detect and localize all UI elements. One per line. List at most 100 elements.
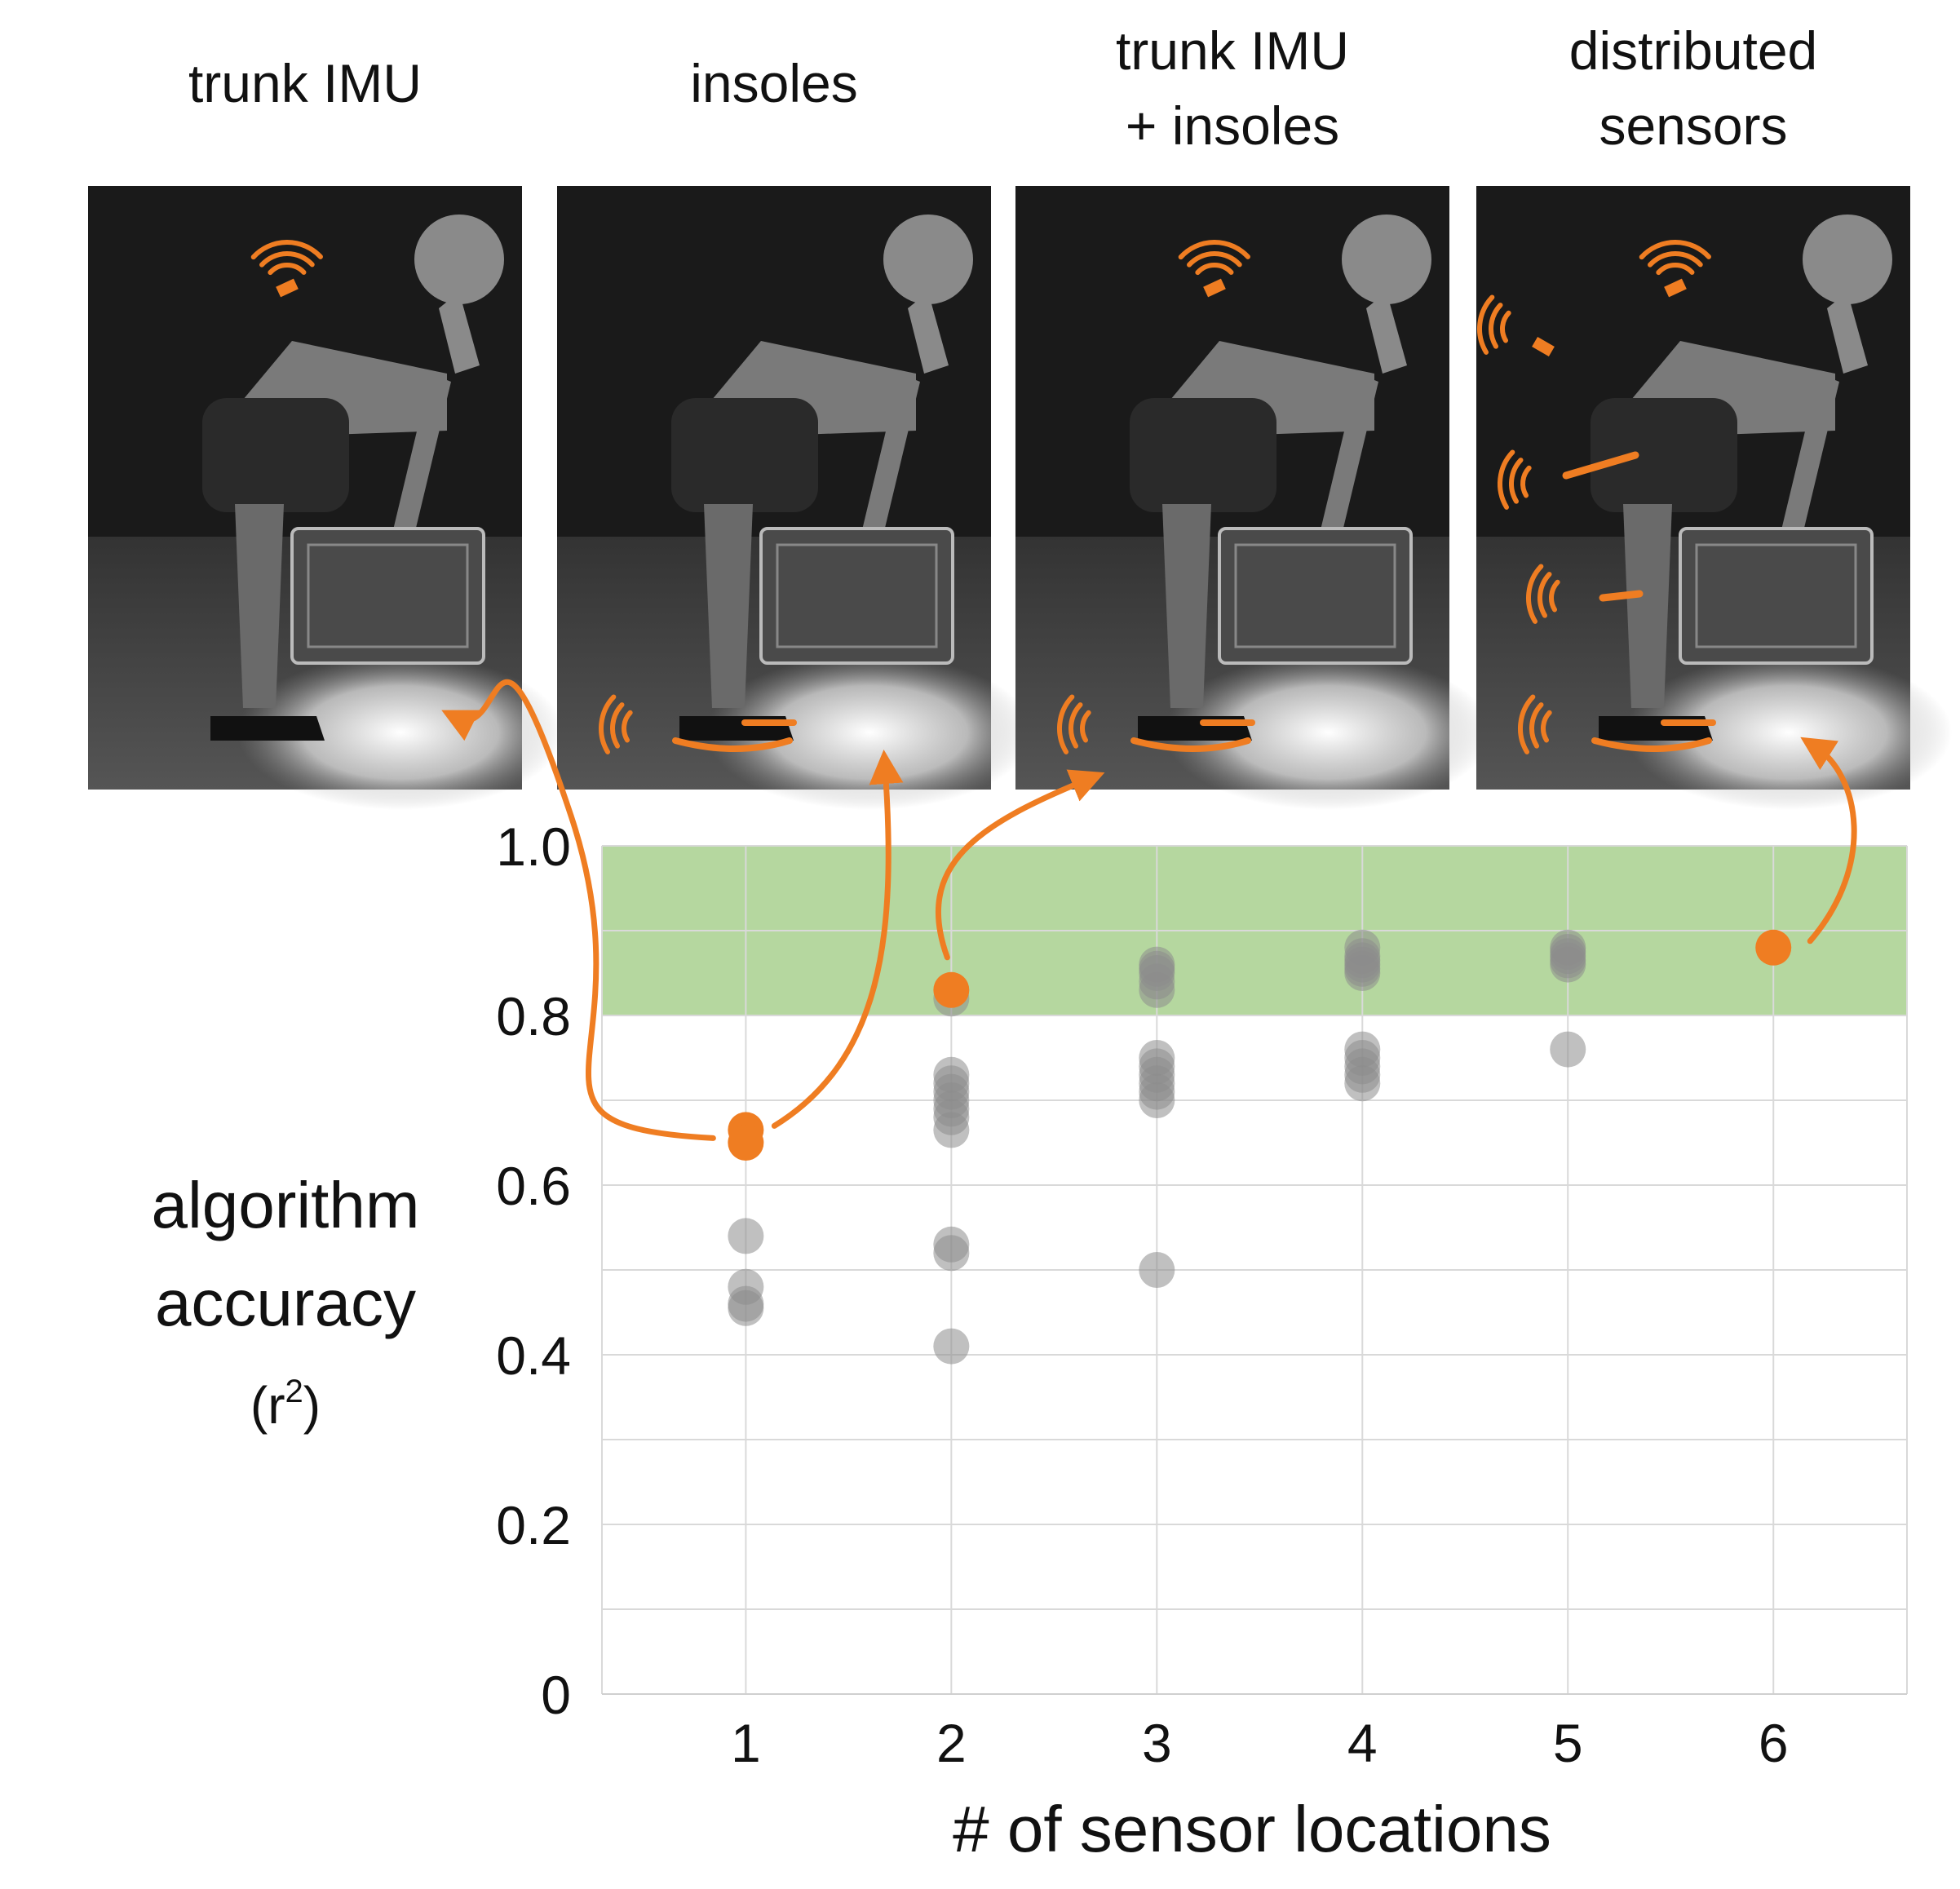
person-leg — [1162, 504, 1211, 708]
photo-panels — [88, 186, 1953, 810]
person-head — [1803, 215, 1892, 304]
signal-icon — [1541, 710, 1552, 743]
signal-icon — [1526, 564, 1544, 624]
y-tick-label: 0 — [541, 1665, 571, 1725]
signal-icon — [1518, 694, 1536, 754]
data-point — [728, 1218, 764, 1254]
photo-panel-3 — [1015, 186, 1492, 810]
signal-icon — [259, 251, 315, 268]
signal-icon — [1178, 240, 1250, 260]
photo-panel-1 — [88, 186, 564, 810]
x-axis-title: # of sensor locations — [953, 1793, 1551, 1865]
x-tick-label: 5 — [1553, 1713, 1583, 1773]
person-neck — [908, 292, 949, 374]
signal-icon — [1509, 458, 1524, 504]
data-point — [933, 1235, 970, 1272]
signal-icon — [1057, 694, 1075, 754]
signal-icon — [1498, 449, 1515, 510]
signal-icon — [1489, 303, 1503, 349]
signal-icon — [1549, 579, 1560, 613]
photo-light — [237, 655, 564, 810]
y-tick-labels: 00.20.40.60.81.0 — [496, 816, 571, 1725]
data-point — [1550, 946, 1586, 983]
photo-box-panel — [1234, 543, 1396, 648]
person-neck — [439, 292, 480, 374]
signal-icon — [1195, 263, 1234, 276]
person-leg — [704, 504, 753, 708]
signal-icon — [1068, 702, 1083, 749]
photo-box-panel — [776, 543, 938, 648]
person-shoe — [210, 716, 325, 741]
photo-box-panel — [307, 543, 469, 648]
y-tick-label: 0.4 — [496, 1325, 571, 1386]
signal-icon — [610, 702, 625, 749]
x-tick-label: 3 — [1142, 1713, 1172, 1773]
insole-sensor — [1591, 737, 1712, 752]
y-axis-title-line1: algorithm — [151, 1169, 419, 1241]
person-leg — [235, 504, 284, 708]
panel-title-4: distributed — [1569, 20, 1818, 81]
panel-title-2: insoles — [690, 53, 857, 113]
data-point — [1139, 1252, 1175, 1288]
data-point — [933, 1328, 970, 1365]
photo-panel-4 — [1476, 186, 1953, 810]
trunk-sensor — [1203, 278, 1226, 298]
y-axis-unit: (r2) — [250, 1374, 321, 1435]
person-head — [883, 215, 973, 304]
photo-panel-2 — [557, 186, 1033, 810]
signal-icon — [599, 694, 617, 754]
data-point — [1139, 1082, 1175, 1118]
x-tick-label: 6 — [1759, 1713, 1789, 1773]
connector-arrow-3 — [936, 769, 1105, 961]
panel-title-1: trunk IMU — [188, 53, 422, 113]
signal-icon — [1648, 251, 1703, 268]
photo-box — [290, 527, 485, 665]
signal-icon — [1477, 294, 1495, 355]
signal-icon — [1537, 572, 1552, 618]
pelvis-sensor — [1532, 336, 1555, 357]
person-head — [414, 215, 504, 304]
signal-icon — [622, 710, 633, 743]
connector-arrow-4 — [1800, 737, 1857, 944]
photo-light — [1165, 655, 1492, 810]
panel-title-3: + insoles — [1126, 95, 1339, 156]
data-point — [1344, 1065, 1381, 1102]
person-hips — [1130, 398, 1276, 512]
person-neck — [1827, 292, 1868, 374]
thigh-sensor — [1562, 451, 1639, 480]
signal-icon — [1639, 240, 1711, 260]
data-point-highlight — [1755, 929, 1792, 966]
connector-arrows — [441, 679, 1857, 1141]
signal-icon — [268, 263, 307, 276]
trunk-sensor — [1664, 278, 1687, 298]
shank-sensor — [1599, 590, 1644, 602]
photo-box — [1679, 527, 1874, 665]
y-tick-label: 1.0 — [496, 816, 571, 877]
person-hips — [202, 398, 349, 512]
y-axis-title-line2: accuracy — [155, 1267, 416, 1339]
x-tick-label: 2 — [936, 1713, 967, 1773]
signal-icon — [1187, 251, 1242, 268]
signal-icon — [1520, 465, 1532, 498]
photo-box — [759, 527, 954, 665]
data-point — [1550, 1031, 1586, 1068]
signal-icon — [1500, 310, 1511, 343]
connector-arrow-2 — [771, 750, 904, 1129]
photo-box — [1218, 527, 1413, 665]
signal-icon — [1529, 702, 1544, 749]
signal-icon — [250, 240, 323, 260]
photo-light — [706, 655, 1033, 810]
insole-sensor — [672, 737, 793, 752]
panel-title-4: sensors — [1599, 95, 1787, 156]
insole-sensor — [1130, 737, 1251, 752]
person-hips — [1591, 398, 1737, 512]
data-point — [1344, 955, 1381, 991]
y-tick-label: 0.8 — [496, 986, 571, 1046]
signal-icon — [1080, 710, 1091, 743]
y-tick-label: 0.6 — [496, 1156, 571, 1216]
data-point-highlight — [933, 971, 970, 1008]
